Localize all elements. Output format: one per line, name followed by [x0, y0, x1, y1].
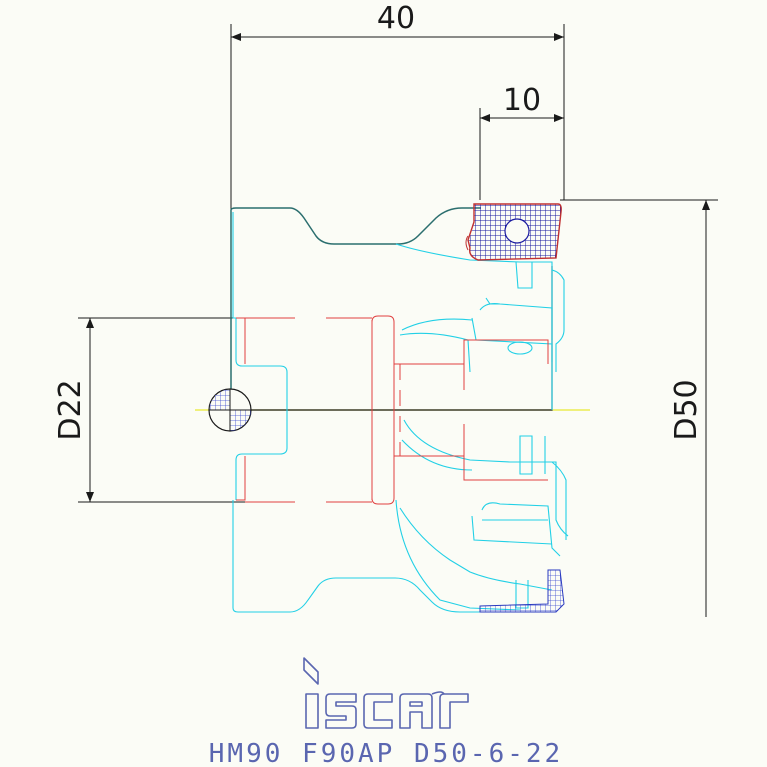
center-mark-symbol: [208, 388, 252, 432]
dimension-cutter-diameter: D50: [560, 199, 718, 617]
dimension-overall-length: 40: [230, 1, 565, 410]
section-outline: [231, 266, 553, 411]
tool-body-outline: [230, 207, 481, 410]
cutting-insert-top: [465, 203, 562, 261]
internal-features: [236, 315, 549, 505]
dimension-label-d50: D50: [669, 379, 704, 440]
tool-profile: [232, 212, 569, 613]
cutting-insert-bottom: [479, 569, 565, 613]
iscar-logo: [303, 657, 469, 729]
dimension-label-40: 40: [377, 1, 415, 36]
tool-designation-caption: HM90 F90AP D50-6-22: [209, 739, 563, 767]
dimension-insert-width: 10: [479, 83, 565, 200]
dimension-label-d22: D22: [53, 379, 88, 440]
dimension-bore-diameter: D22: [53, 317, 245, 503]
dimension-label-10: 10: [503, 83, 541, 118]
